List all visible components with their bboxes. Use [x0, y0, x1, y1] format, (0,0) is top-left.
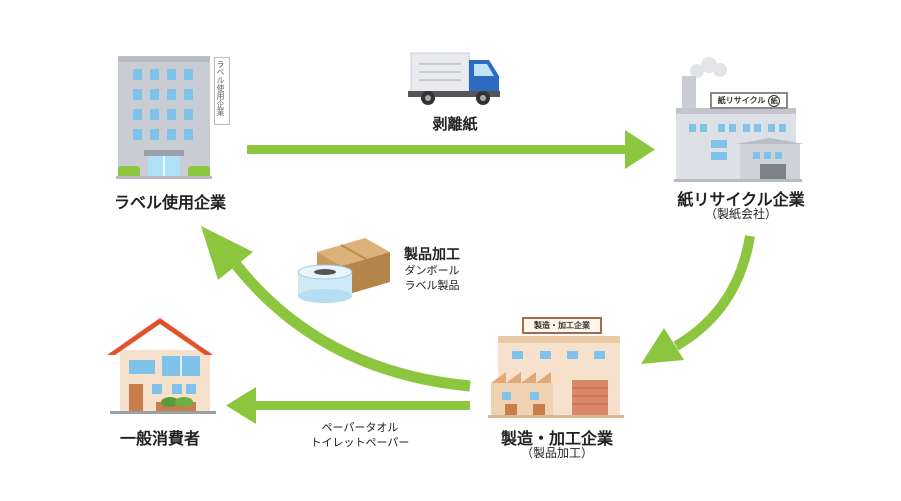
- office-sign-text: ラベル使用企業: [216, 60, 225, 116]
- manufacturer-roof-sign: 製造・加工企業: [522, 317, 602, 334]
- consumer-products-line1-label: ペーパータオル: [321, 421, 399, 434]
- recycler-sublabel: （製紙会社）: [704, 207, 777, 221]
- products-line1-label: ダンボール: [404, 264, 460, 277]
- office-sign: ラベル使用企業: [214, 57, 230, 125]
- manufacturer-roof-sign-text: 製造・加工企業: [534, 321, 590, 330]
- arrow-company-to-recycler: [247, 130, 655, 169]
- house-icon: [107, 318, 216, 414]
- recycler-label: 紙リサイクル企業: [677, 190, 805, 209]
- manufacturer-label: 製造・加工企業: [500, 429, 613, 448]
- consumer-products-line2-label: トイレットペーパー: [310, 436, 410, 449]
- consumer-label: 一般消費者: [119, 429, 200, 448]
- recycler-roof-sign-mark: 紙: [768, 95, 781, 107]
- release-paper-label: 剥離紙: [432, 115, 478, 133]
- delivery-truck-icon: [408, 52, 500, 105]
- recycler-roof-sign-text: 紙リサイクル: [717, 96, 766, 105]
- arrow-recycler-to-manufacturer: [641, 235, 755, 364]
- manufacturing-factory-icon: [488, 336, 624, 418]
- office-building-icon: [116, 56, 212, 179]
- products-line2-label: ラベル製品: [404, 279, 460, 292]
- label-company-label: ラベル使用企業: [113, 193, 226, 212]
- paper-factory-icon: [674, 57, 804, 182]
- manufacturer-sublabel: （製品加工）: [520, 446, 593, 460]
- arrow-manufacturer-to-consumer: [226, 387, 470, 424]
- recycler-roof-sign: 紙リサイクル 紙: [710, 92, 788, 109]
- label-roll-icon: [297, 264, 353, 303]
- arrow-manufacturer-to-company: [201, 226, 471, 392]
- products-title-label: 製品加工: [404, 247, 460, 263]
